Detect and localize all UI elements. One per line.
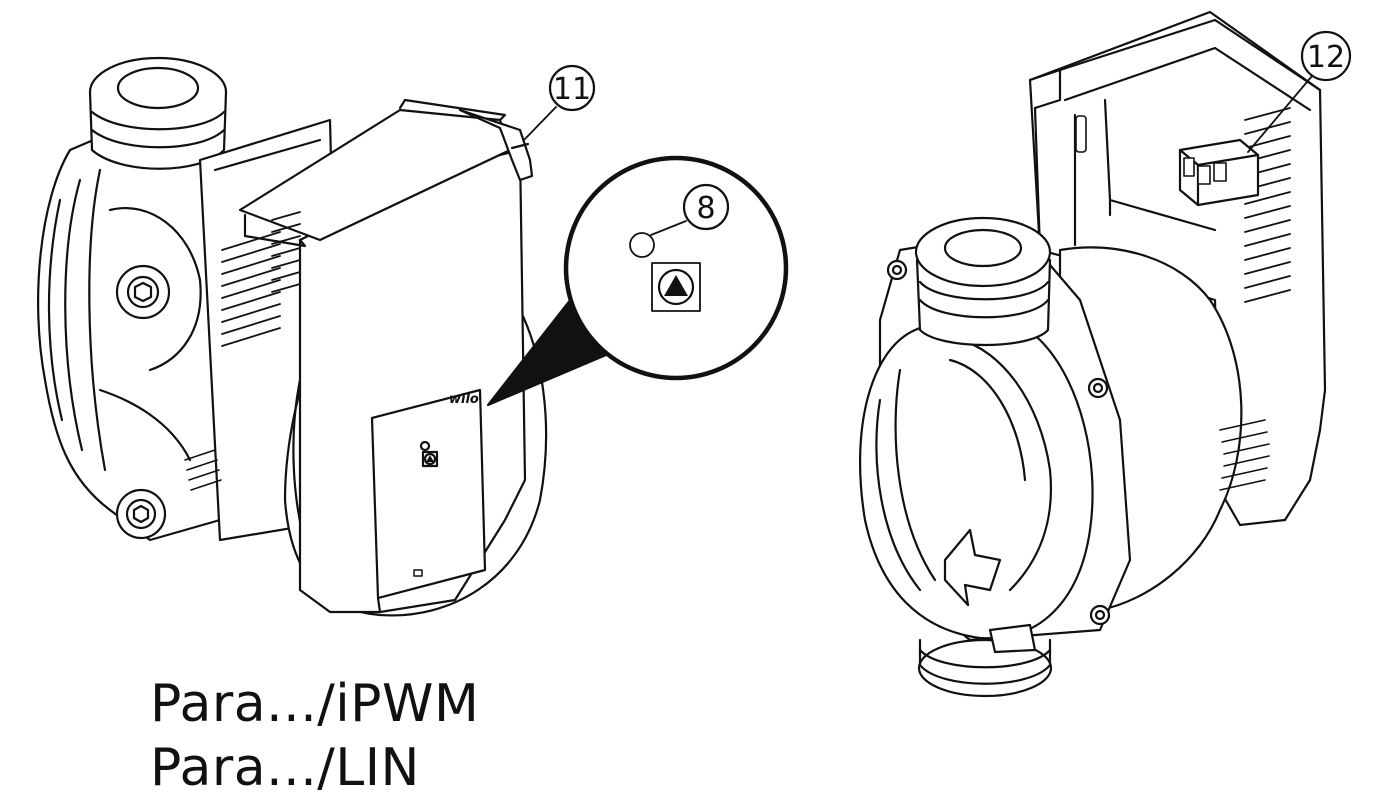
zoom-magnifier: 8 [563,155,789,381]
model-caption-lin: Para.../LIN [150,738,420,798]
model-caption-ipwm: Para.../iPWM [150,674,480,734]
left-pump-front-panel [370,388,487,600]
right-pump-housing [859,315,1094,640]
left-pump-display-tab [458,108,534,182]
callout-12: 12 [1247,30,1352,153]
left-pump: wilo [37,56,548,617]
svg-text:12: 12 [1307,40,1345,75]
pump-symbol-icon [651,262,701,312]
callout-8: 8 [650,183,730,236]
left-pump-lower-bolt [115,488,167,540]
left-pump-small-led [419,440,431,452]
right-pump-flow-arrow [943,528,1002,607]
left-pump-upper-bolt [115,264,171,320]
svg-text:8: 8 [696,191,715,226]
right-pump-connector [1178,138,1260,207]
svg-text:11: 11 [553,72,591,107]
left-pump-housing [37,118,232,542]
right-pump: 12 [859,10,1352,698]
led-indicator-icon [629,232,655,258]
callout-11: 11 [523,64,596,141]
right-pump-bottom-port [917,638,1053,698]
left-pump-brand: wilo [449,392,479,407]
